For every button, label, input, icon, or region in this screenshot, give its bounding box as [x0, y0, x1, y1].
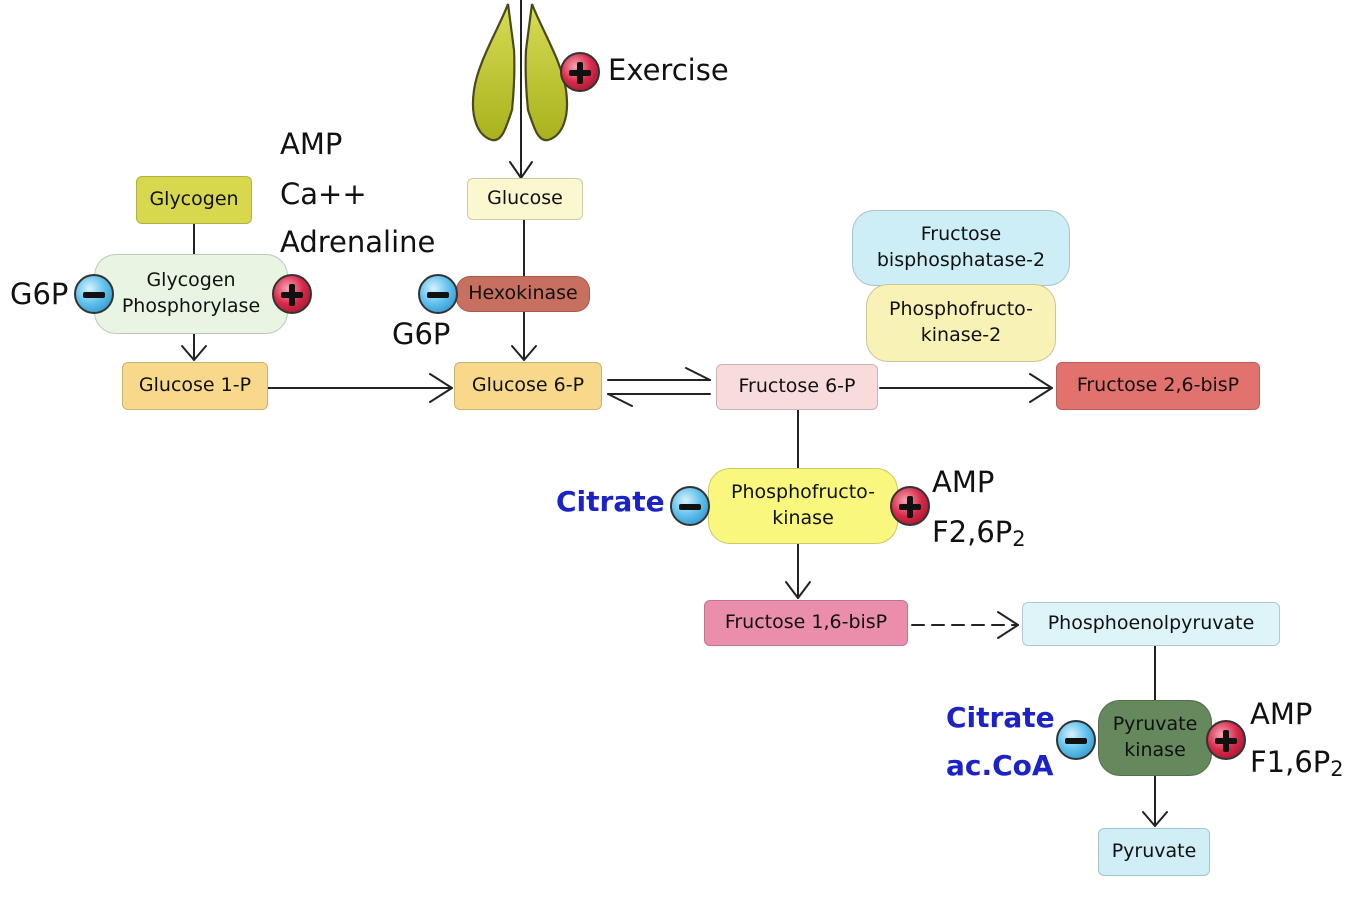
fructose-26-bisp-box: Fructose 2,6-bisP	[1056, 362, 1260, 410]
subscript-2: 2	[1012, 526, 1026, 551]
fructose-16-bisp-box: Fructose 1,6-bisP	[704, 600, 908, 646]
arrow-hexokinase-to-glucose6p	[511, 311, 537, 361]
amp-activator-label: AMP	[1250, 697, 1313, 731]
f26p2-activator-label: F2,6P2	[932, 518, 1026, 550]
plus-icon	[890, 486, 930, 526]
enzyme-label-line-2: kinase	[772, 507, 834, 529]
enzyme-label-line-1: Phosphofructo-	[730, 481, 876, 504]
glycogen-box: Glycogen	[136, 176, 252, 224]
phosphofructokinase-2-enzyme: Phosphofructo- kinase-2	[866, 284, 1056, 362]
enzyme-label-line-1: Glycogen	[146, 269, 236, 292]
plus-icon	[272, 274, 312, 314]
arrow-f6p-to-f26bisp	[879, 373, 1053, 403]
enzyme-label-line-2: bisphosphatase-2	[876, 249, 1046, 271]
enzyme-label-line-1: Pyruvate	[1112, 713, 1198, 736]
fructose-bisphosphatase-2-enzyme: Fructose bisphosphatase-2	[852, 210, 1070, 286]
arrow-pk-to-pyruvate	[1142, 775, 1168, 827]
phosphoenolpyruvate-box: Phosphoenolpyruvate	[1022, 602, 1280, 646]
enzyme-label-line-1: Phosphofructo-	[888, 298, 1034, 321]
pyruvate-kinase-enzyme: Pyruvate kinase	[1098, 700, 1212, 776]
exercise-label: Exercise	[608, 53, 729, 87]
acetyl-coa-inhibitor-label: ac.CoA	[946, 749, 1054, 782]
citrate-inhibitor-label: Citrate	[556, 485, 665, 518]
f26p-text: F2,6P	[932, 515, 1013, 549]
amp-activator-label: AMP	[932, 465, 995, 499]
plus-icon	[560, 52, 600, 92]
arrow-glucose1p-to-glucose6p	[267, 373, 453, 403]
arrow-f16bisp-to-pep	[911, 611, 1019, 639]
adrenaline-label: Adrenaline	[280, 225, 436, 259]
arrow-equilibrium-g6p-f6p	[607, 367, 711, 407]
enzyme-label-line-2: kinase-2	[920, 324, 1002, 346]
f16p2-activator-label: F1,6P2	[1250, 748, 1344, 780]
phosphofructokinase-enzyme: Phosphofructo- kinase	[708, 468, 898, 544]
glucose-1p-box: Glucose 1-P	[122, 362, 268, 410]
glucose-6p-box: Glucose 6-P	[454, 362, 602, 410]
minus-icon	[1056, 720, 1096, 760]
plus-icon	[1206, 720, 1246, 760]
fructose-6p-box: Fructose 6-P	[716, 364, 878, 410]
subscript-2: 2	[1330, 756, 1344, 781]
glycogen-phosphorylase-enzyme: Glycogen Phosphorylase	[94, 254, 288, 334]
g6p-inhibitor-label: G6P	[392, 317, 451, 351]
enzyme-label-line-2: Phosphorylase	[121, 295, 261, 317]
amp-label: AMP	[280, 127, 343, 161]
citrate-inhibitor-label: Citrate	[946, 701, 1055, 734]
arrow-phosphorylase-to-glucose1p	[181, 333, 207, 361]
enzyme-label-line-1: Fructose	[920, 223, 1002, 246]
muscle-icon	[471, 3, 569, 142]
g6p-inhibitor-label: G6P	[10, 277, 69, 311]
hexokinase-enzyme: Hexokinase	[456, 276, 590, 312]
pyruvate-box: Pyruvate	[1098, 828, 1210, 876]
minus-icon	[74, 274, 114, 314]
f16p-text: F1,6P	[1250, 745, 1331, 779]
glucose-box: Glucose	[467, 178, 583, 220]
minus-icon	[670, 486, 710, 526]
calcium-label: Ca++	[280, 177, 367, 211]
arrow-pfk-to-f16bisp	[785, 543, 811, 599]
enzyme-label-line-2: kinase	[1124, 739, 1186, 761]
minus-icon	[418, 274, 458, 314]
